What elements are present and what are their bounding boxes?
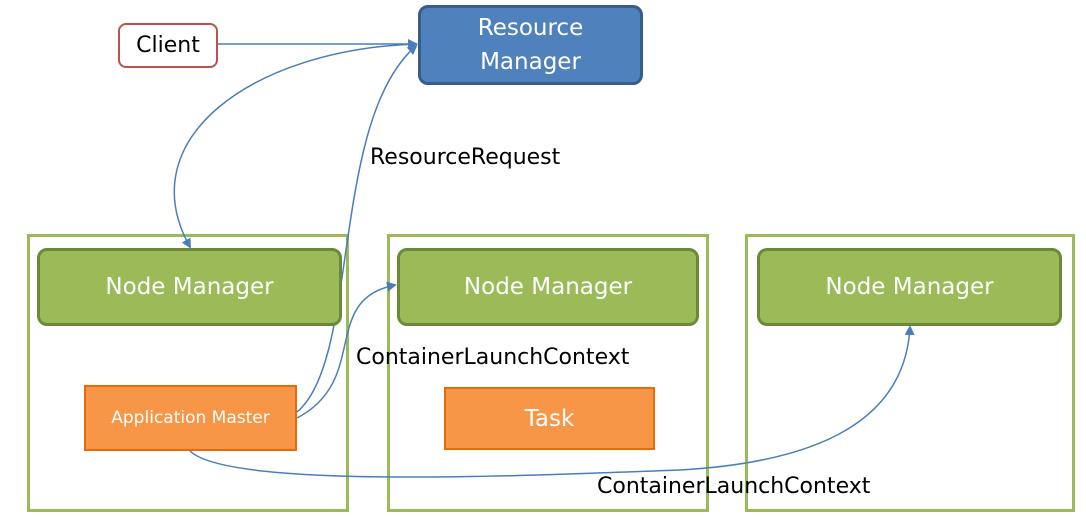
resource-manager-label: Resource Manager — [477, 15, 584, 75]
client-label: Client — [136, 33, 200, 58]
task-box: Task — [444, 387, 655, 450]
application-master-box: Application Master — [84, 385, 297, 451]
node-manager-2-label: Node Manager — [463, 274, 633, 300]
resource-request-label: ResourceRequest — [370, 145, 561, 170]
container-launch-context-label-2: ContainerLaunchContext — [597, 474, 871, 499]
node-manager-1-label: Node Manager — [105, 274, 274, 300]
application-master-label: Application Master — [111, 408, 270, 428]
task-label: Task — [524, 405, 575, 432]
node-manager-3-label: Node Manager — [825, 274, 994, 300]
client-box: Client — [118, 23, 218, 68]
node-manager-3: Node Manager — [757, 248, 1062, 326]
container-launch-context-label-1: ContainerLaunchContext — [356, 345, 630, 370]
resource-manager-box: Resource Manager — [418, 5, 643, 85]
node-manager-1: Node Manager — [37, 248, 342, 326]
node-manager-2: Node Manager — [397, 248, 699, 326]
